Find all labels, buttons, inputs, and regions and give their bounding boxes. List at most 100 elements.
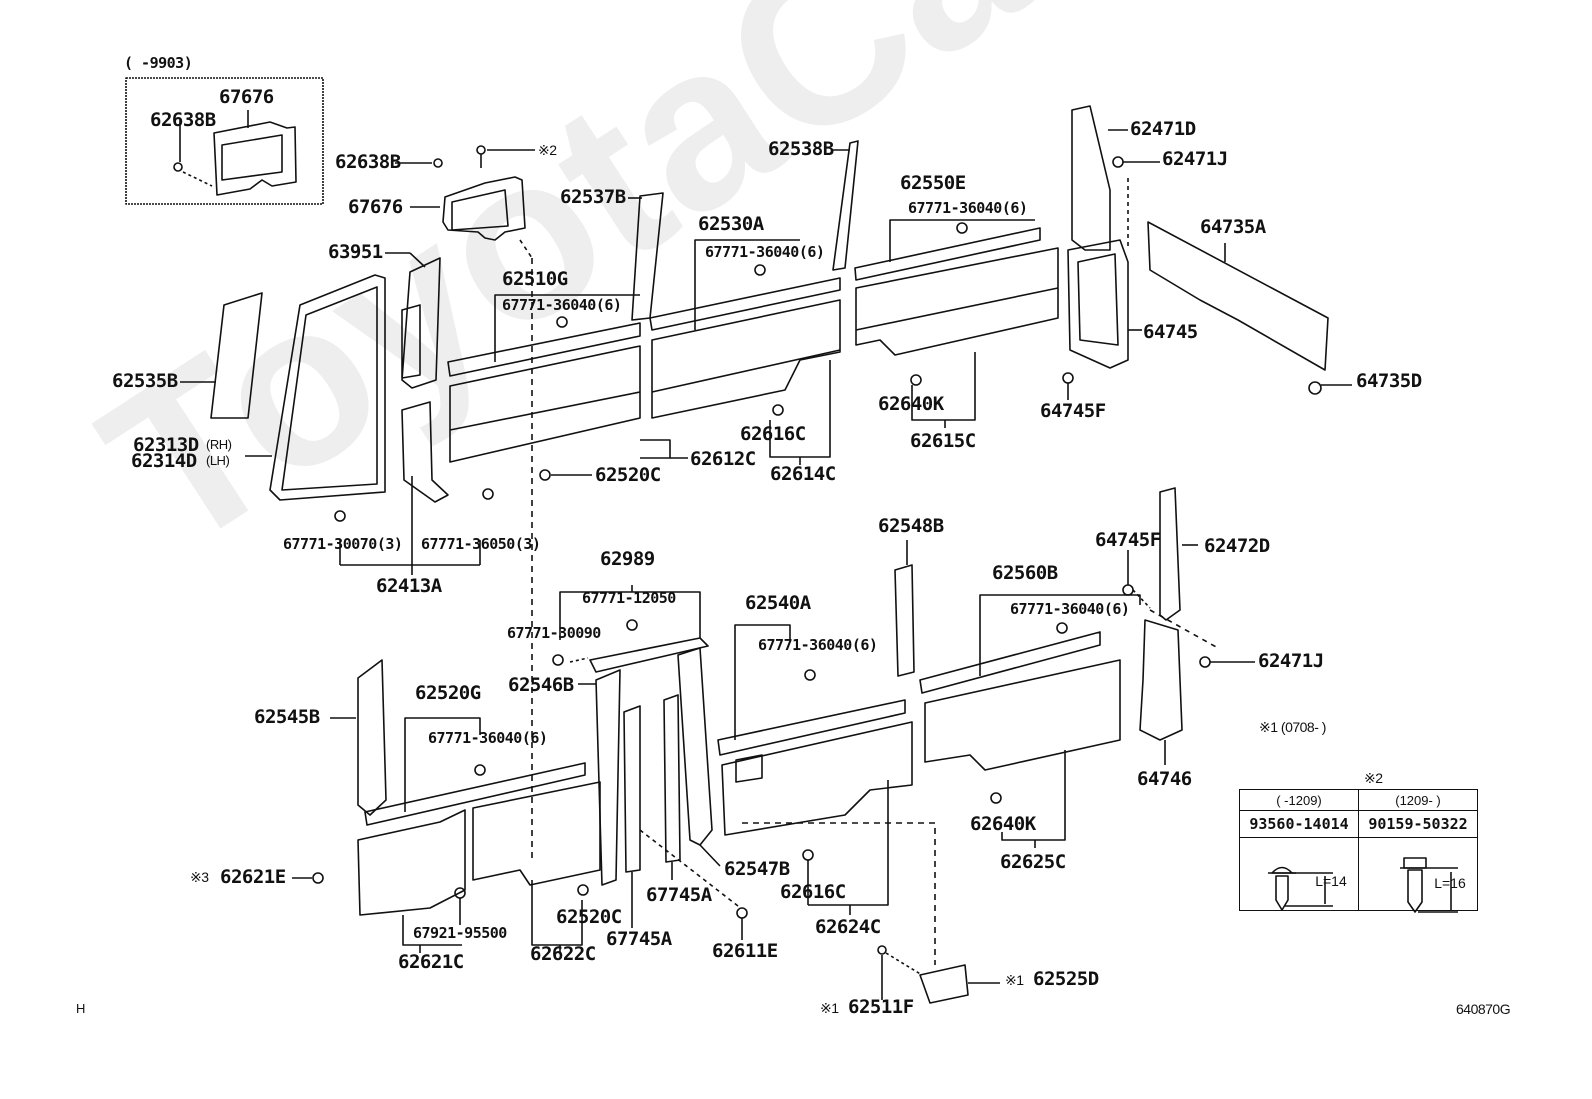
- part-label-62621E[interactable]: 62621E: [220, 866, 286, 888]
- rail-62550E: [854, 227, 1041, 281]
- strip-62537B: [631, 192, 664, 321]
- part-label-62520G[interactable]: 62520G: [415, 682, 481, 704]
- trim-62472D: [1159, 487, 1181, 621]
- clip-label-62510G[interactable]: 67771-36040(6): [502, 296, 622, 314]
- panel-62625C: [924, 659, 1121, 771]
- part-label-62638B-inset[interactable]: 62638B: [150, 109, 216, 131]
- part-label-64745F-top[interactable]: 64745F: [1040, 400, 1106, 422]
- part-label-62525D[interactable]: 62525D: [1033, 968, 1099, 990]
- clip-label-62540A[interactable]: 67771-36040(6): [758, 636, 878, 654]
- spec-screw-2: L=16: [1358, 837, 1478, 911]
- clip-label-62520G[interactable]: 67771-36040(6): [428, 729, 548, 747]
- clip-label-62550E[interactable]: 67771-36040(6): [908, 199, 1028, 217]
- part-label-62615C[interactable]: 62615C: [910, 430, 976, 452]
- corner-mark: H: [76, 1001, 85, 1016]
- part-label-67676[interactable]: 67676: [348, 196, 403, 218]
- part-label-62638B[interactable]: 62638B: [335, 151, 401, 173]
- part-label-62520C-bot[interactable]: 62520C: [556, 906, 622, 928]
- panel-62614C: [651, 299, 841, 419]
- panel-62622C: [472, 781, 601, 886]
- part-label-62472D[interactable]: 62472D: [1204, 535, 1270, 557]
- spec-part-2[interactable]: 90159-50322: [1358, 810, 1478, 838]
- inset-range-label: ( -9903): [124, 54, 193, 72]
- part-label-62624C[interactable]: 62624C: [815, 916, 881, 938]
- trim-64735A: [1147, 221, 1329, 371]
- part-label-64745F-bot[interactable]: 64745F: [1095, 529, 1161, 551]
- rail-62520G: [364, 762, 586, 826]
- part-label-62616C-bot[interactable]: 62616C: [780, 881, 846, 903]
- part-label-62511F[interactable]: 62511F: [848, 996, 914, 1018]
- bracket-62525D: [919, 964, 969, 1004]
- part-label-64735D[interactable]: 64735D: [1356, 370, 1422, 392]
- part-label-62550E[interactable]: 62550E: [900, 172, 966, 194]
- panel-62621C: [357, 809, 466, 916]
- rail-62560B: [919, 631, 1101, 694]
- note-1-marker-62525D: ※1: [1005, 972, 1024, 988]
- clip-label-67921-95500[interactable]: 67921-95500: [413, 924, 507, 942]
- rail-62530A: [649, 277, 841, 331]
- part-label-62546B[interactable]: 62546B: [508, 674, 574, 696]
- part-label-62547B[interactable]: 62547B: [724, 858, 790, 880]
- clip-label-67771-30090[interactable]: 67771-30090: [507, 624, 601, 642]
- part-label-62471J-bot[interactable]: 62471J: [1258, 650, 1324, 672]
- part-label-64735A[interactable]: 64735A: [1200, 216, 1266, 238]
- part-label-62625C[interactable]: 62625C: [1000, 851, 1066, 873]
- part-label-62413A[interactable]: 62413A: [376, 575, 442, 597]
- strip-62538B: [832, 140, 859, 271]
- part-label-62989[interactable]: 62989: [600, 548, 655, 570]
- part-label-62622C[interactable]: 62622C: [530, 943, 596, 965]
- clip-label-67771-36050[interactable]: 67771-36050(3): [421, 535, 541, 553]
- part-label-62471J-top[interactable]: 62471J: [1162, 148, 1228, 170]
- part-label-62548B[interactable]: 62548B: [878, 515, 944, 537]
- rail-62510G: [447, 322, 641, 377]
- part-label-62510G[interactable]: 62510G: [502, 268, 568, 290]
- spec-range-2: (1209- ): [1358, 789, 1478, 811]
- part-label-62535B[interactable]: 62535B: [112, 370, 178, 392]
- part-label-62612C[interactable]: 62612C: [690, 448, 756, 470]
- clip-label-67771-12050[interactable]: 67771-12050: [582, 589, 676, 607]
- part-label-62560B[interactable]: 62560B: [992, 562, 1058, 584]
- clip-label-62530A[interactable]: 67771-36040(6): [705, 243, 825, 261]
- note-2: ※2: [1364, 770, 1383, 786]
- part-label-64746[interactable]: 64746: [1137, 768, 1192, 790]
- part-label-62314D[interactable]: 62314D: [131, 450, 197, 472]
- bracket-67676: [442, 176, 526, 241]
- part-label-67745A-2[interactable]: 67745A: [606, 928, 672, 950]
- inset-bracket-67676: [213, 121, 297, 196]
- part-label-62545B[interactable]: 62545B: [254, 706, 320, 728]
- part-label-62471D[interactable]: 62471D: [1130, 118, 1196, 140]
- panel-63951: [401, 257, 441, 389]
- part-label-64745[interactable]: 64745: [1143, 321, 1198, 343]
- panel-62615C: [855, 247, 1059, 356]
- rail-62540A: [717, 699, 906, 756]
- part-label-62538B[interactable]: 62538B: [768, 138, 834, 160]
- part-label-67676-inset[interactable]: 67676: [219, 86, 274, 108]
- part-label-62520C-top[interactable]: 62520C: [595, 464, 661, 486]
- part-label-62611E[interactable]: 62611E: [712, 940, 778, 962]
- strip-62535B: [210, 292, 263, 419]
- spec-screw-1: L=14: [1239, 837, 1359, 911]
- screw-length-1: L=14: [1315, 873, 1347, 889]
- side-rh: (RH): [206, 437, 232, 452]
- note-3-marker: ※3: [190, 869, 209, 885]
- part-label-62640K-bot[interactable]: 62640K: [970, 813, 1036, 835]
- part-label-62614C[interactable]: 62614C: [770, 463, 836, 485]
- spec-part-1[interactable]: 93560-14014: [1239, 810, 1359, 838]
- clip-label-67771-30070[interactable]: 67771-30070(3): [283, 535, 403, 553]
- clip-label-62560B[interactable]: 67771-36040(6): [1010, 600, 1130, 618]
- bar-62989: [589, 637, 709, 673]
- part-label-67745A-1[interactable]: 67745A: [646, 884, 712, 906]
- part-label-62616C-top[interactable]: 62616C: [740, 423, 806, 445]
- strip-62548B: [894, 564, 915, 677]
- part-label-62537B[interactable]: 62537B: [560, 186, 626, 208]
- note-1: ※1 (0708- ): [1259, 719, 1326, 735]
- screw-length-2: L=16: [1434, 875, 1466, 891]
- part-label-62540A[interactable]: 62540A: [745, 592, 811, 614]
- part-label-62640K-top[interactable]: 62640K: [878, 393, 944, 415]
- part-label-63951[interactable]: 63951: [328, 241, 383, 263]
- part-label-62530A[interactable]: 62530A: [698, 213, 764, 235]
- pillar-62546B: [595, 669, 621, 886]
- part-label-62313D[interactable]: 62313D: [133, 434, 199, 456]
- part-label-62621C[interactable]: 62621C: [398, 951, 464, 973]
